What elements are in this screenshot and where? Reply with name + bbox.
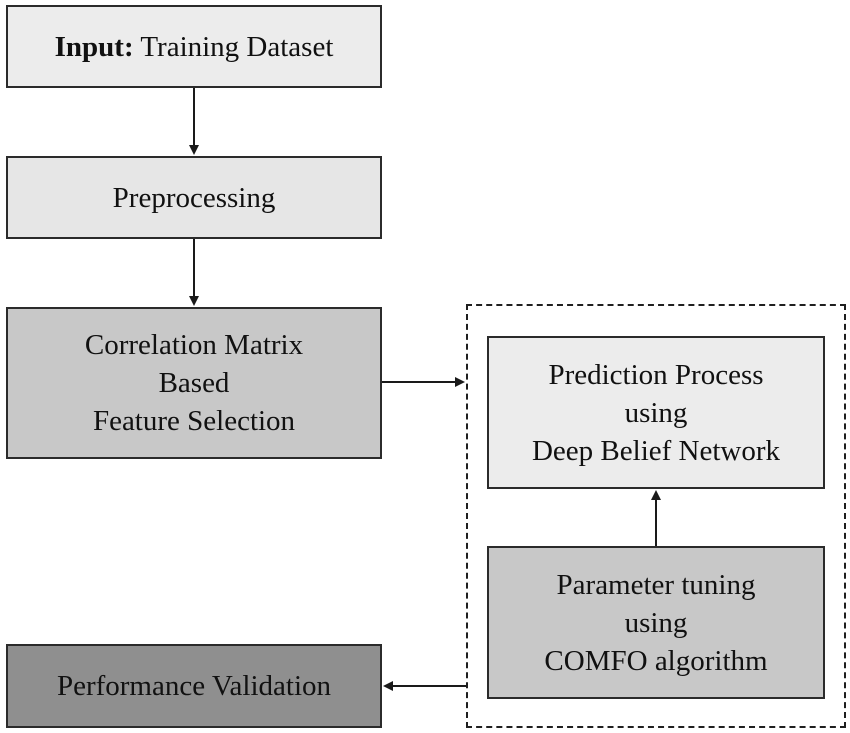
feature-selection-line-1: Correlation Matrix	[84, 329, 304, 361]
validation-node: Performance Validation	[6, 644, 382, 728]
feature-selection-node: Correlation Matrix Based Feature Selecti…	[6, 307, 382, 459]
preprocessing-node: Preprocessing	[6, 156, 382, 239]
tuning-node: Parameter tuning using COMFO algorithm	[487, 546, 825, 699]
prediction-node: Prediction Process using Deep Belief Net…	[487, 336, 825, 489]
tuning-line-2: using	[624, 606, 688, 639]
input-text: Training Dataset	[140, 30, 334, 63]
prediction-line-2: using	[624, 396, 688, 429]
feature-selection-line-3: Feature Selection	[92, 405, 296, 437]
preprocessing-label: Preprocessing	[112, 181, 276, 214]
feature-selection-line-2: Based	[158, 367, 230, 399]
input-label: Input: Training Dataset	[55, 28, 334, 66]
optimization-group	[466, 304, 846, 728]
input-prefix: Input:	[54, 30, 134, 63]
input-node: Input: Training Dataset	[6, 5, 382, 88]
prediction-line-3: Deep Belief Network	[531, 434, 780, 467]
tuning-line-3: COMFO algorithm	[544, 644, 768, 677]
tuning-line-1: Parameter tuning	[556, 568, 756, 601]
validation-label: Performance Validation	[56, 670, 332, 702]
prediction-line-1: Prediction Process	[548, 358, 764, 391]
